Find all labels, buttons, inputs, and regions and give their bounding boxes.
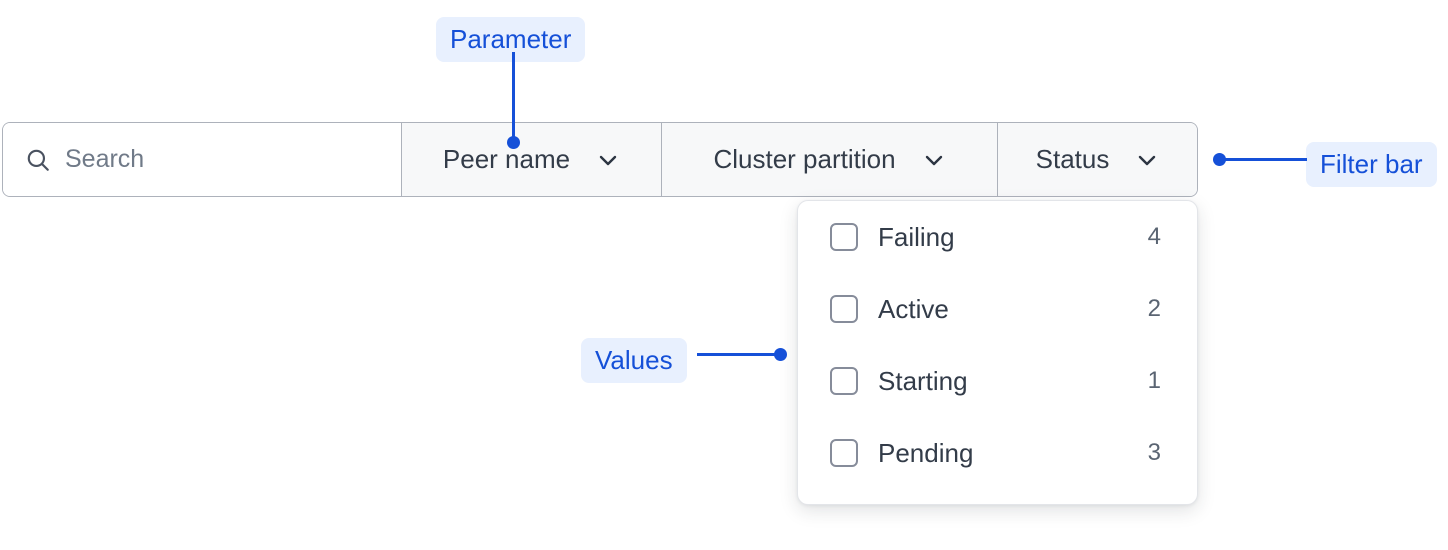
checkbox-pending[interactable] <box>830 439 858 467</box>
filter-dropdown-label: Cluster partition <box>713 144 896 174</box>
option-count: 2 <box>1147 295 1161 322</box>
option-label: Failing <box>878 221 955 252</box>
list-item[interactable]: Active 2 <box>798 291 1197 327</box>
option-label: Pending <box>878 437 974 468</box>
filter-dropdown-peer-name[interactable]: Peer name <box>402 123 662 196</box>
filter-bar: Peer name Cluster partition Status <box>2 122 1198 197</box>
status-dropdown-panel: Failing 4 Active 2 Starting 1 Pending 3 <box>797 200 1198 505</box>
search-field[interactable] <box>3 123 402 196</box>
option-count: 1 <box>1147 367 1161 394</box>
filter-dropdown-label: Peer name <box>442 144 571 174</box>
checkbox-starting[interactable] <box>830 367 858 395</box>
chevron-down-icon <box>599 155 617 165</box>
filter-dropdown-label: Status <box>1035 144 1110 174</box>
option-label: Active <box>878 293 949 324</box>
annotation-leader-line-parameter <box>512 52 515 142</box>
annotation-leader-dot-filter-bar <box>1213 153 1226 166</box>
list-item[interactable]: Pending 3 <box>798 435 1197 471</box>
filter-dropdown-status[interactable]: Status <box>998 123 1197 196</box>
search-input[interactable] <box>65 145 379 174</box>
list-item[interactable]: Failing 4 <box>798 219 1197 255</box>
checkbox-active[interactable] <box>830 295 858 323</box>
filter-dropdown-cluster-partition[interactable]: Cluster partition <box>662 123 998 196</box>
annotation-leader-line-filter-bar <box>1221 158 1307 161</box>
annotation-label-parameter: Parameter <box>436 17 586 62</box>
checkbox-failing[interactable] <box>830 223 858 251</box>
annotation-label-values: Values <box>581 338 687 383</box>
chevron-down-icon <box>1139 155 1156 165</box>
search-icon <box>27 149 49 171</box>
annotation-leader-dot-parameter <box>507 136 520 149</box>
list-item[interactable]: Starting 1 <box>798 363 1197 399</box>
annotation-leader-line-values <box>697 353 783 356</box>
option-count: 4 <box>1147 223 1161 250</box>
chevron-down-icon <box>925 155 942 165</box>
option-label: Starting <box>878 365 968 396</box>
annotation-label-filter-bar: Filter bar <box>1306 142 1437 187</box>
annotation-leader-dot-values <box>774 348 787 361</box>
option-count: 3 <box>1147 439 1161 466</box>
